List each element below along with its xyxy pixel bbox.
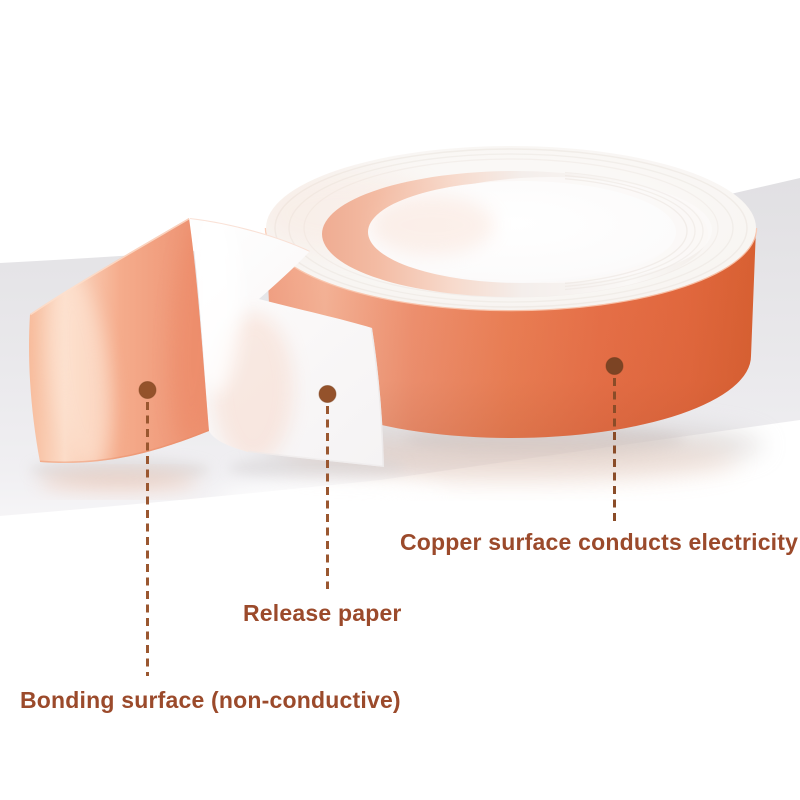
label-bonding-surface: Bonding surface (non-conductive): [20, 687, 401, 713]
label-copper-surface: Copper surface conducts electricity: [400, 529, 799, 555]
roll-interior-winding-texture: [565, 171, 704, 291]
label-release-paper: Release paper: [243, 600, 402, 626]
roll-copper-face-shade: [266, 228, 756, 438]
callout-dot-release: [318, 385, 337, 403]
callouts: [138, 357, 624, 676]
callout-dot-copper: [605, 357, 624, 375]
tape-roll: [264, 146, 758, 438]
callout-dot-bonding: [138, 381, 157, 399]
release-paper-strip: [190, 218, 384, 467]
roll-core-pink-tint: [370, 195, 494, 255]
